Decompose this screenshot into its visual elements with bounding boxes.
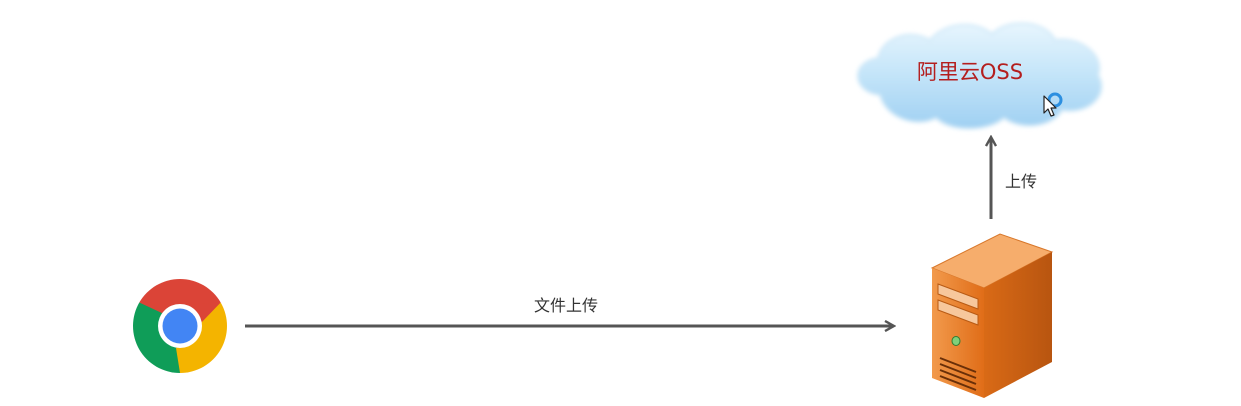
upload-arrow: 上传 <box>991 138 1037 219</box>
upload-arrow-label: 上传 <box>1005 172 1037 191</box>
server-tower-icon <box>930 233 1054 398</box>
cloud-node: 阿里云OSS <box>857 22 1103 130</box>
file-upload-arrow: 文件上传 <box>245 296 893 326</box>
file-upload-arrow-label: 文件上传 <box>534 296 598 315</box>
cloud-label: 阿里云OSS <box>917 60 1023 84</box>
mouse-cursor-icon <box>1043 92 1063 117</box>
cloud-icon <box>857 22 1103 130</box>
chrome-browser-icon <box>133 279 227 373</box>
